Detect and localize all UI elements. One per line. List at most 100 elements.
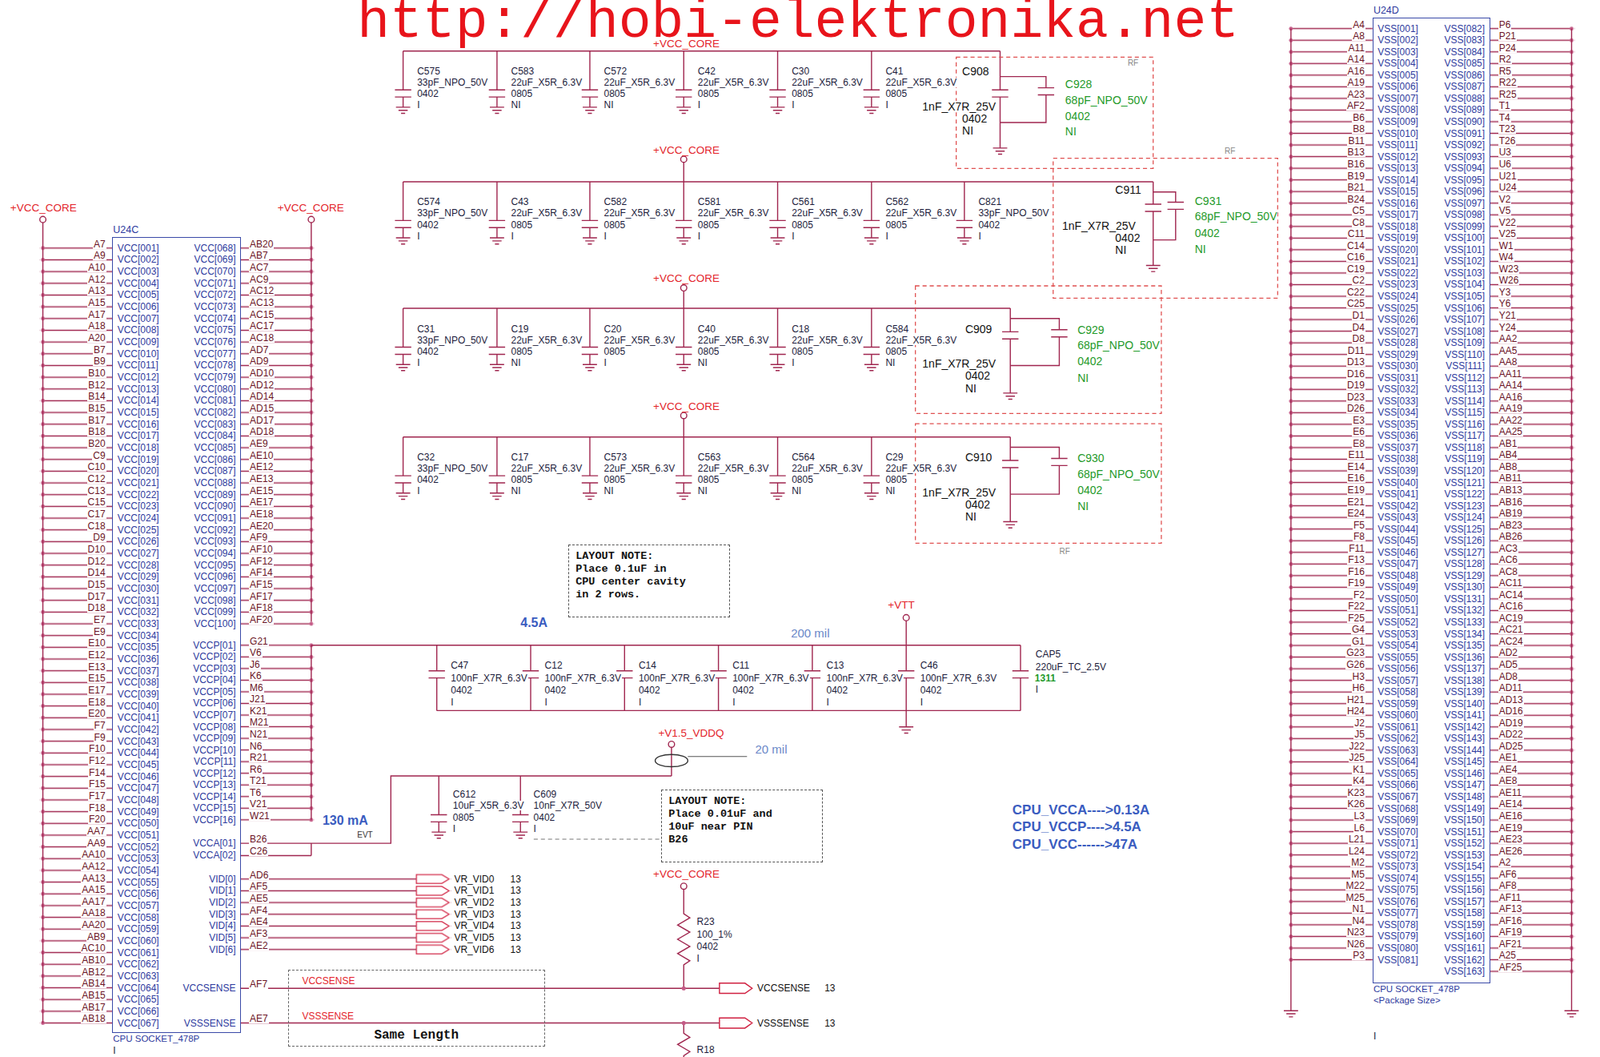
component-text: NI — [510, 485, 522, 496]
component-text: NI — [510, 357, 522, 368]
ball-number: R25 — [1498, 89, 1518, 100]
component-text: 0805 — [452, 812, 476, 823]
component-text: C30 — [790, 66, 811, 77]
component-text: NI — [884, 485, 896, 496]
ball-number: V25 — [1498, 228, 1517, 239]
ball-number: AD16 — [1498, 705, 1524, 716]
component-text: C573 — [603, 452, 629, 462]
pin-name: VSS[051] — [1377, 605, 1419, 615]
ball-number: N4 — [1351, 915, 1366, 926]
ball-number: A16 — [1347, 66, 1366, 77]
pin-name: VSS[069] — [1377, 814, 1419, 825]
pin-name: VSS[052] — [1377, 617, 1419, 627]
ball-number: AF2 — [1346, 100, 1366, 111]
pin-name: VCC[055] — [117, 877, 160, 887]
ball-number: F5 — [1352, 520, 1366, 530]
net-label: VR_VID1 — [453, 885, 494, 895]
ball-number: Y6 — [1498, 298, 1512, 309]
ball-number: A17 — [87, 309, 106, 320]
pin-name: VSS[070] — [1377, 826, 1419, 837]
pin-name: VSS[145] — [1443, 756, 1485, 766]
pin-name: VSS[003] — [1377, 47, 1419, 57]
ball-number: AB11 — [1498, 473, 1523, 483]
ball-number: D16 — [1346, 368, 1366, 379]
pin-name: VCC[070] — [193, 266, 236, 277]
ball-number: C18 — [87, 521, 107, 531]
pin-name: VSS[068] — [1377, 803, 1419, 814]
ball-number: H24 — [1346, 705, 1366, 716]
ball-number: AB4 — [1498, 449, 1519, 460]
ball-number: F2 — [1352, 589, 1366, 600]
ball-number: AB8 — [1498, 461, 1519, 472]
component-text: 0402 — [1194, 227, 1221, 239]
watermark: http://hobi-elektronika.net — [356, 0, 1240, 50]
ball-number: AB13 — [1498, 485, 1524, 495]
pin-name: VSS[136] — [1443, 652, 1485, 662]
pin-name: VSS[152] — [1443, 838, 1485, 848]
ball-number: C26 — [248, 846, 269, 856]
ball-number: AD25 — [1498, 741, 1524, 751]
ball-number: A2 — [1498, 857, 1512, 867]
ball-number: E24 — [1347, 508, 1366, 518]
pin-name: VSS[157] — [1443, 896, 1485, 907]
pin-name: VCC[008] — [117, 324, 160, 335]
ball-number: AC14 — [1498, 589, 1524, 600]
pin-name: VSS[109] — [1443, 337, 1485, 348]
pin-name: VSS[158] — [1443, 907, 1485, 918]
ball-number: AA5 — [1498, 345, 1519, 356]
power-net-label: +VCC_CORE — [653, 38, 720, 50]
pin-name: VSS[029] — [1377, 349, 1419, 360]
ball-number: R5 — [1498, 66, 1512, 77]
ball-number: V21 — [248, 798, 268, 809]
net-label: VR_VID5 — [453, 932, 494, 943]
component-text: NI — [603, 100, 615, 110]
pin-name: VSS[140] — [1443, 698, 1485, 709]
component-text: 0805 — [790, 474, 815, 485]
pin-name: VCC[073] — [193, 301, 236, 312]
ball-number: V6 — [248, 647, 263, 658]
ball-number: AC18 — [248, 332, 275, 343]
power-budget-note: CPU_VCC------>47A — [1012, 837, 1138, 851]
pin-name: VCC[098] — [193, 595, 236, 606]
component-text: 0402 — [449, 685, 474, 695]
ball-number: F12 — [88, 755, 107, 766]
ball-number: AE11 — [1498, 787, 1523, 798]
pin-name: VCC[084] — [193, 430, 236, 441]
ball-number: A19 — [1347, 77, 1366, 88]
pin-name: VCC[058] — [117, 912, 160, 923]
ball-number: AF5 — [248, 881, 269, 891]
component-text: C19 — [510, 324, 530, 334]
pin-name: VSS[130] — [1443, 581, 1485, 592]
ball-number: E19 — [1347, 485, 1366, 495]
ball-number: AB23 — [1498, 520, 1524, 530]
ball-number: T21 — [248, 775, 268, 786]
component-text: I — [1034, 684, 1039, 694]
component-text: I — [416, 357, 421, 368]
component-text: NI — [510, 100, 522, 110]
ball-number: U6 — [1498, 159, 1512, 169]
pin-name: VCC[013] — [117, 384, 160, 394]
component-text: 68pF_NPO_50V — [1076, 339, 1161, 351]
component-text: 22uF_X5R_6.3V — [697, 335, 770, 345]
ball-number: AE26 — [1498, 846, 1524, 856]
pin-name: VCCP[11] — [193, 756, 236, 766]
rf-tag: RF — [1127, 59, 1139, 68]
ball-number: T23 — [1498, 124, 1517, 134]
ball-number: AD18 — [248, 426, 275, 437]
ball-number: U21 — [1498, 171, 1518, 181]
ball-number: C16 — [1346, 252, 1366, 262]
pin-name: VCC[076] — [193, 336, 236, 347]
ball-number: F13 — [1347, 554, 1366, 565]
component-text: NI — [964, 510, 978, 522]
ball-number: E16 — [1347, 473, 1366, 483]
ball-number: AE15 — [248, 485, 274, 496]
ball-number: AB15 — [80, 990, 106, 1000]
ball-number: T4 — [1498, 112, 1512, 123]
component-text: 22uF_X5R_6.3V — [884, 335, 958, 345]
node-text: CPU SOCKET_478P — [1373, 983, 1460, 995]
component-text: NI — [1076, 372, 1090, 384]
pin-name: VCC[010] — [117, 348, 160, 359]
component-text: 22uF_X5R_6.3V — [603, 463, 677, 474]
pin-name: VSS[083] — [1443, 35, 1485, 45]
component-text: 22uF_X5R_6.3V — [510, 208, 584, 218]
